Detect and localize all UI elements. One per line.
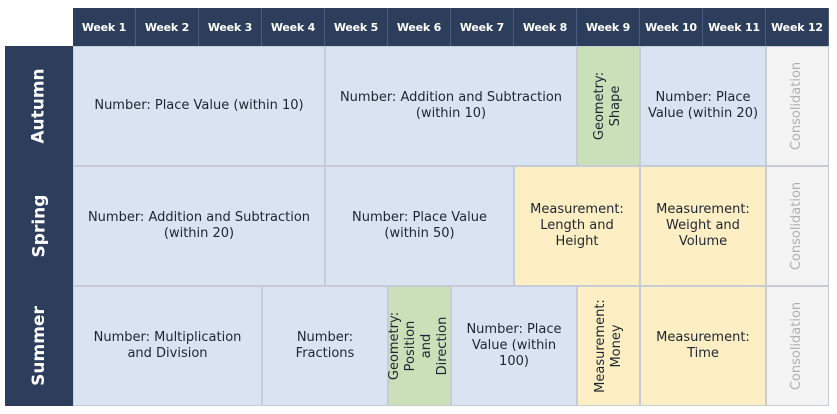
unit-label: Measurement: Time (656, 330, 750, 361)
unit-block: Measurement: Time (640, 286, 766, 406)
week-header: Week 4 (262, 8, 325, 46)
unit-block: Number: Place Value (within 10) (73, 46, 325, 166)
unit-label: Number: Place Value (within 20) (647, 90, 759, 121)
term-name: Autumn (29, 68, 49, 144)
unit-block: Measurement: Length and Height (514, 166, 640, 286)
unit-block: Number: Fractions (262, 286, 388, 406)
unit-label: Number: Multiplication and Division (93, 330, 242, 361)
term-label: Autumn (5, 46, 73, 166)
week-header: Week 6 (388, 8, 451, 46)
unit-block: Geometry: Position and Direction (388, 286, 451, 406)
term-label: Summer (5, 286, 73, 406)
unit-block: Consolidation (766, 166, 829, 286)
unit-block: Geometry: Shape (577, 46, 640, 166)
unit-label: Number: Addition and Subtraction (within… (339, 90, 563, 121)
unit-label: Measurement: Length and Height (530, 202, 624, 249)
week-header: Week 11 (703, 8, 766, 46)
unit-label: Measurement: Weight and Volume (656, 202, 750, 249)
week-header: Week 1 (73, 8, 136, 46)
week-header: Week 12 (766, 8, 829, 46)
unit-label: Number: Place Value (within 100) (466, 322, 562, 369)
unit-block: Consolidation (766, 46, 829, 166)
unit-block: Number: Place Value (within 50) (325, 166, 514, 286)
week-header: Week 5 (325, 8, 388, 46)
term-label: Spring (5, 166, 73, 286)
unit-block: Number: Place Value (within 100) (451, 286, 577, 406)
unit-block: Consolidation (766, 286, 829, 406)
unit-label: Geometry: Position and Direction (387, 311, 451, 381)
term-name: Spring (29, 194, 49, 258)
unit-label: Number: Place Value (within 10) (94, 98, 304, 113)
week-header: Week 3 (199, 8, 262, 46)
unit-block: Number: Addition and Subtraction (within… (325, 46, 577, 166)
week-header: Week 2 (136, 8, 199, 46)
unit-label: Number: Fractions (295, 330, 355, 361)
week-header: Week 7 (451, 8, 514, 46)
unit-label: Consolidation (789, 301, 805, 391)
unit-label: Consolidation (789, 181, 805, 271)
unit-block: Number: Multiplication and Division (73, 286, 262, 406)
week-header: Week 10 (640, 8, 703, 46)
unit-block: Measurement: Weight and Volume (640, 166, 766, 286)
week-header: Week 8 (514, 8, 577, 46)
unit-block: Number: Place Value (within 20) (640, 46, 766, 166)
unit-label: Measurement: Money (592, 299, 624, 393)
unit-label: Geometry: Shape (592, 71, 624, 141)
unit-label: Number: Addition and Subtraction (within… (87, 210, 311, 241)
term-name: Summer (29, 306, 49, 386)
unit-block: Number: Addition and Subtraction (within… (73, 166, 325, 286)
week-header: Week 9 (577, 8, 640, 46)
unit-label: Number: Place Value (within 50) (352, 210, 487, 241)
unit-label: Consolidation (789, 61, 805, 151)
unit-block: Measurement: Money (577, 286, 640, 406)
